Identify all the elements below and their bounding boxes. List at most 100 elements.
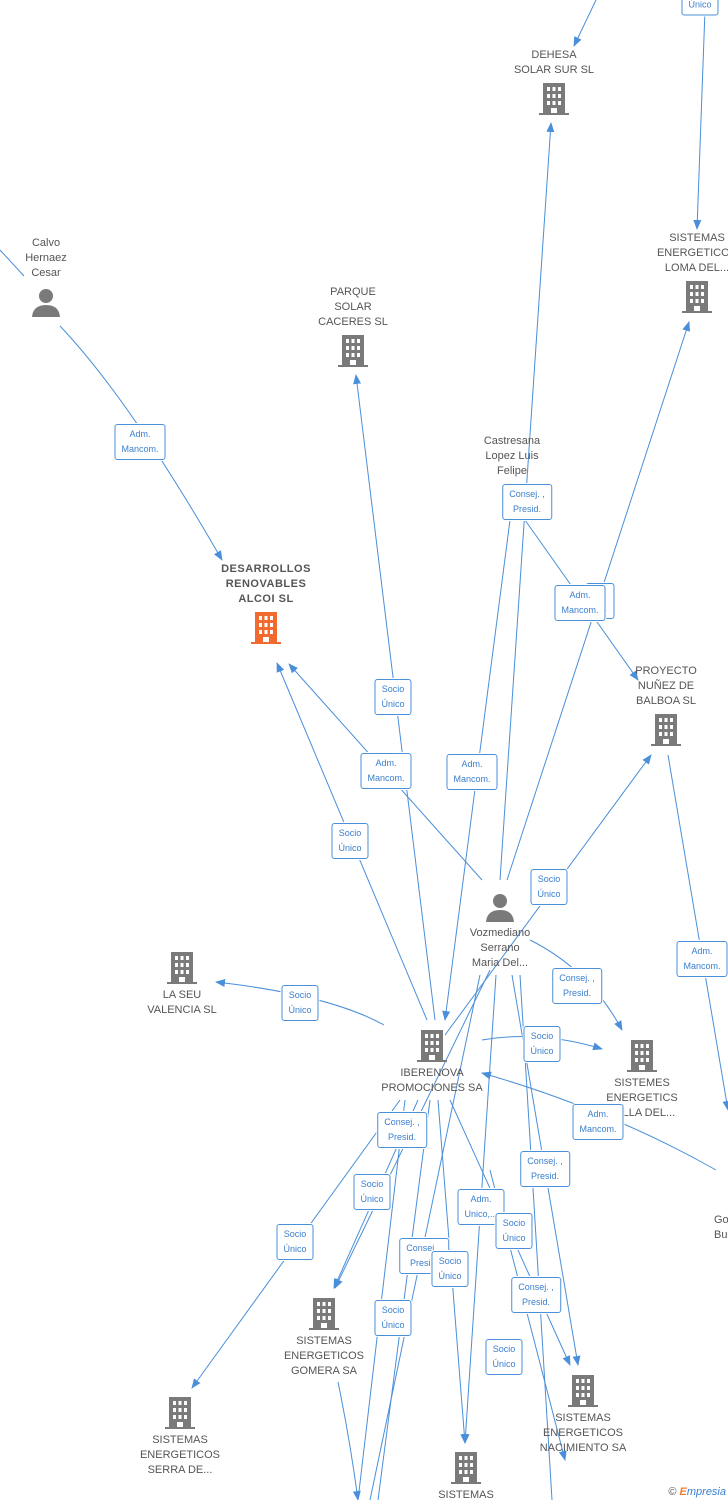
node-label-line: IBERENOVA (400, 1067, 464, 1079)
relation-tag-text: Consej. ,Presid. (527, 1156, 563, 1181)
person-node-vozmediano-serrano-maria[interactable]: Vozmediano Serrano Maria Del... (452, 892, 548, 971)
node-label-line: DESARROLLOS (221, 563, 311, 575)
relation-tag[interactable]: Adm.Mancom. (360, 753, 412, 789)
node-label-line: Vozmediano (469, 927, 531, 939)
empresia-credit[interactable]: © Empresia (668, 1486, 726, 1498)
relation-tag[interactable]: Consej. ,Presid. (552, 968, 602, 1004)
node-label-line: PARQUE (330, 286, 376, 298)
relation-tag[interactable]: Único (681, 0, 719, 16)
node-label-line: CACERES SL (318, 316, 388, 328)
node-label-line: LOMA DEL... (664, 262, 728, 274)
node-label-line: PROMOCIONES SA (381, 1082, 483, 1094)
relation-tag[interactable]: Adm.Mancom. (446, 754, 498, 790)
node-label-line: SISTEMAS (152, 1434, 208, 1446)
relation-tag-text: Adm.Mancom. (561, 590, 599, 615)
node-label-line: SISTEMES (614, 1077, 670, 1089)
building-icon (167, 952, 197, 984)
company-node-parque-solar-caceres[interactable]: PARQUE SOLAR CACERES SL (303, 285, 403, 367)
relation-tag-text: Adm.Mancom. (121, 429, 159, 454)
node-label-line: SISTEMAS (669, 232, 725, 244)
relation-tag-text: Adm.Unico,... (464, 1194, 498, 1219)
node-label-line: SOLAR SUR SL (513, 64, 595, 76)
relation-tag-text: Consej. ,Presid. (406, 1243, 442, 1268)
company-node-proyecto-nunez-de-balboa[interactable]: PROYECTO NUÑEZ DE BALBOA SL (616, 664, 716, 746)
node-label-line: NUÑEZ DE (637, 680, 695, 692)
node-label-line: ENERGETICOS (656, 247, 728, 259)
node-label-line: VALLA DEL... (608, 1107, 676, 1119)
node-label-line: Calvo (31, 237, 61, 249)
building-icon (338, 335, 368, 367)
relation-tag[interactable]: Consej. ,Presid. (377, 1112, 427, 1148)
person-icon (32, 289, 60, 317)
node-label-line: Hernaez (25, 252, 67, 264)
node-label-line: ENERGETICOS (139, 1449, 221, 1461)
relation-tag-text: Consej. ,Presid. (509, 489, 545, 514)
node-label-line: SISTEMAS (555, 1412, 611, 1424)
copyright-symbol: © (668, 1486, 677, 1498)
building-icon (417, 1030, 447, 1062)
relation-tag-text: Adm.Mancom. (453, 759, 491, 784)
node-label-line: RENOVABLES (225, 578, 307, 590)
relation-tag-text: Consej. ,Presid. (518, 1282, 554, 1307)
node-label-line: Cesar (31, 267, 61, 279)
person-node-calvo-hernaez-cesar[interactable]: Calvo Hernaez Cesar (4, 236, 88, 317)
node-label-line: Felipe (497, 465, 527, 477)
company-node-sistemas-bottom[interactable]: SISTEMAS (424, 1450, 508, 1503)
relation-tag-text: Adm.Mancom. (683, 946, 721, 971)
company-node-la-seu-valencia[interactable]: LA SEU VALENCIA SL (134, 950, 230, 1018)
company-node-dehesa-solar-sur[interactable]: DEHESA SOLAR SUR SL (495, 48, 613, 115)
relation-tag[interactable]: Adm.Mancom. (676, 941, 728, 977)
relation-tag-text: Adm.Mancom. (579, 1109, 617, 1134)
node-label-line: DEHESA (531, 49, 577, 61)
node-label-line: Go (714, 1214, 728, 1226)
relation-tag-text: Consej. ,Presid. (559, 973, 595, 998)
company-node-sistemas-energeticos-gomera[interactable]: SISTEMAS ENERGETICOS GOMERA SA (274, 1296, 374, 1379)
node-partial-go[interactable]: Go Bu (714, 1213, 728, 1243)
company-node-sistemas-energeticos-loma[interactable]: SISTEMAS ENERGETICOS LOMA DEL... (640, 231, 728, 313)
relation-tag[interactable]: Consej. ,Presid. (502, 484, 552, 520)
node-label-line: Bu (714, 1229, 728, 1241)
node-label-line: ENERGETICOS (283, 1350, 365, 1362)
company-node-desarrollos-renovables-alcoi[interactable]: DESARROLLOS RENOVABLES ALCOI SL (202, 562, 330, 644)
relation-tag[interactable]: Consej. ,Presid. (520, 1151, 570, 1187)
node-label-line: SISTEMAS (438, 1489, 494, 1501)
node-label-line: SISTEMAS (296, 1335, 352, 1347)
person-node-castresana-lopez-luis-felipe[interactable]: Castresana Lopez Luis Felipe (462, 434, 562, 479)
building-icon (627, 1040, 657, 1072)
building-icon (309, 1298, 339, 1330)
company-node-sistemas-energeticos-serra[interactable]: SISTEMAS ENERGETICOS SERRA DE... (130, 1395, 230, 1478)
relation-tag[interactable]: Consej. ,Presid. (511, 1277, 561, 1313)
company-node-sistemes-energetics-valla[interactable]: SISTEMES ENERGETICS VALLA DEL... (592, 1038, 692, 1121)
relation-tag[interactable]: Adm.Mancom. (572, 1104, 624, 1140)
relation-tag[interactable]: Adm.Mancom. (554, 585, 606, 621)
company-node-iberenova-promociones[interactable]: IBERENOVA PROMOCIONES SA (372, 1028, 492, 1096)
building-icon (539, 83, 569, 115)
node-label-line: LA SEU (162, 989, 202, 1001)
node-label-line: NACIMIENTO SA (539, 1442, 627, 1454)
node-label-line: ALCOI SL (238, 593, 294, 605)
company-node-sistemas-energeticos-nacimiento[interactable]: SISTEMAS ENERGETICOS NACIMIENTO SA (530, 1373, 636, 1456)
node-label-line: PROYECTO (635, 665, 697, 677)
person-icon (486, 894, 514, 922)
relation-tag[interactable]: Adm.Mancom. (114, 424, 166, 460)
